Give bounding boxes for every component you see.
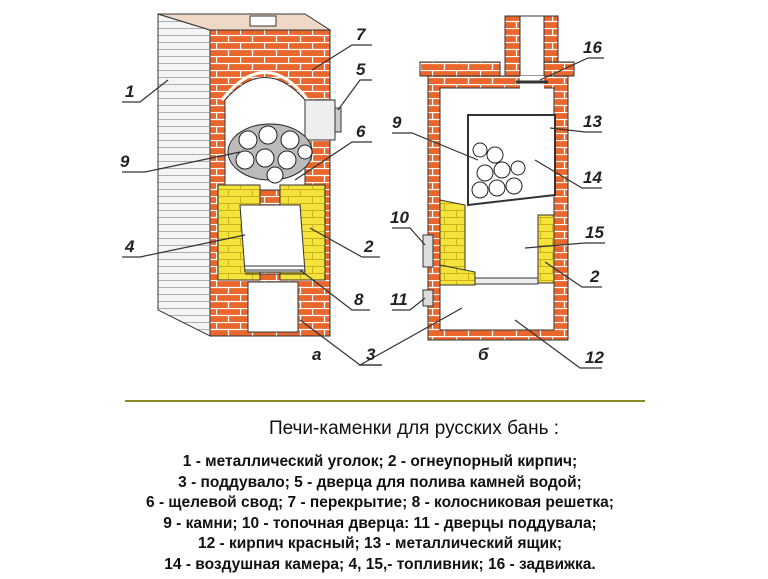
callout-numbers-right: 16 9 13 14 10 15 2 11 12 б [390, 38, 604, 367]
leader-lines [122, 44, 605, 369]
chimney [519, 15, 545, 77]
legend-line: 1 - металлический уголок; 2 - огнеупорны… [182, 453, 578, 470]
callout-1: 1 [125, 82, 134, 101]
grate [245, 265, 305, 275]
stove-section-view [419, 15, 575, 341]
stove-front-view [157, 13, 342, 337]
callout-numbers-left: 1 7 5 6 9 4 2 8 3 а [120, 25, 376, 364]
side-face [157, 13, 211, 337]
callout-6: 6 [356, 122, 366, 141]
callout-4: 4 [124, 237, 135, 256]
callout-2b: 2 [589, 267, 600, 286]
callout-12: 12 [585, 348, 604, 367]
water-door [304, 99, 336, 141]
legend-line: 3 - поддувало; 5 - дверца для полива кам… [178, 473, 582, 491]
callout-11: 11 [390, 290, 408, 309]
grate-b [474, 277, 539, 285]
fire-door [422, 234, 434, 268]
ash-pit [247, 281, 299, 333]
callout-5: 5 [356, 60, 366, 79]
caption-title: Печи-каменки для русских бань : [268, 418, 560, 439]
callout-8: 8 [354, 290, 364, 309]
callout-7: 7 [356, 25, 367, 44]
callout-9: 9 [120, 152, 130, 171]
callout-9b: 9 [392, 113, 402, 132]
legend-line: 12 - кирпич красный; 13 - металлический … [197, 535, 563, 552]
callout-3: 3 [366, 345, 376, 364]
callout-15: 15 [585, 223, 604, 242]
callout-10: 10 [390, 208, 409, 227]
firebrick-b-right [537, 214, 555, 284]
callout-13: 13 [583, 112, 602, 131]
stones-box [471, 142, 526, 199]
view-label-a: а [312, 345, 321, 364]
callout-16: 16 [583, 38, 602, 57]
callout-2: 2 [363, 237, 374, 256]
firebox [239, 204, 306, 273]
stones [227, 123, 313, 184]
metal-box [467, 114, 556, 207]
legend-line: 14 - воздушная камера; 4, 15,- топливник… [164, 555, 596, 573]
legend: 1 - металлический уголок; 2 - огнеупорны… [110, 452, 650, 575]
ashpit-door [422, 289, 434, 307]
legend-line: 6 - щелевой свод; 7 - перекрытие; 8 - ко… [146, 494, 614, 511]
view-label-b: б [478, 345, 489, 364]
callout-14: 14 [583, 168, 602, 187]
legend-line: 9 - камни; 10 - топочная дверца: 11 - дв… [163, 514, 597, 532]
